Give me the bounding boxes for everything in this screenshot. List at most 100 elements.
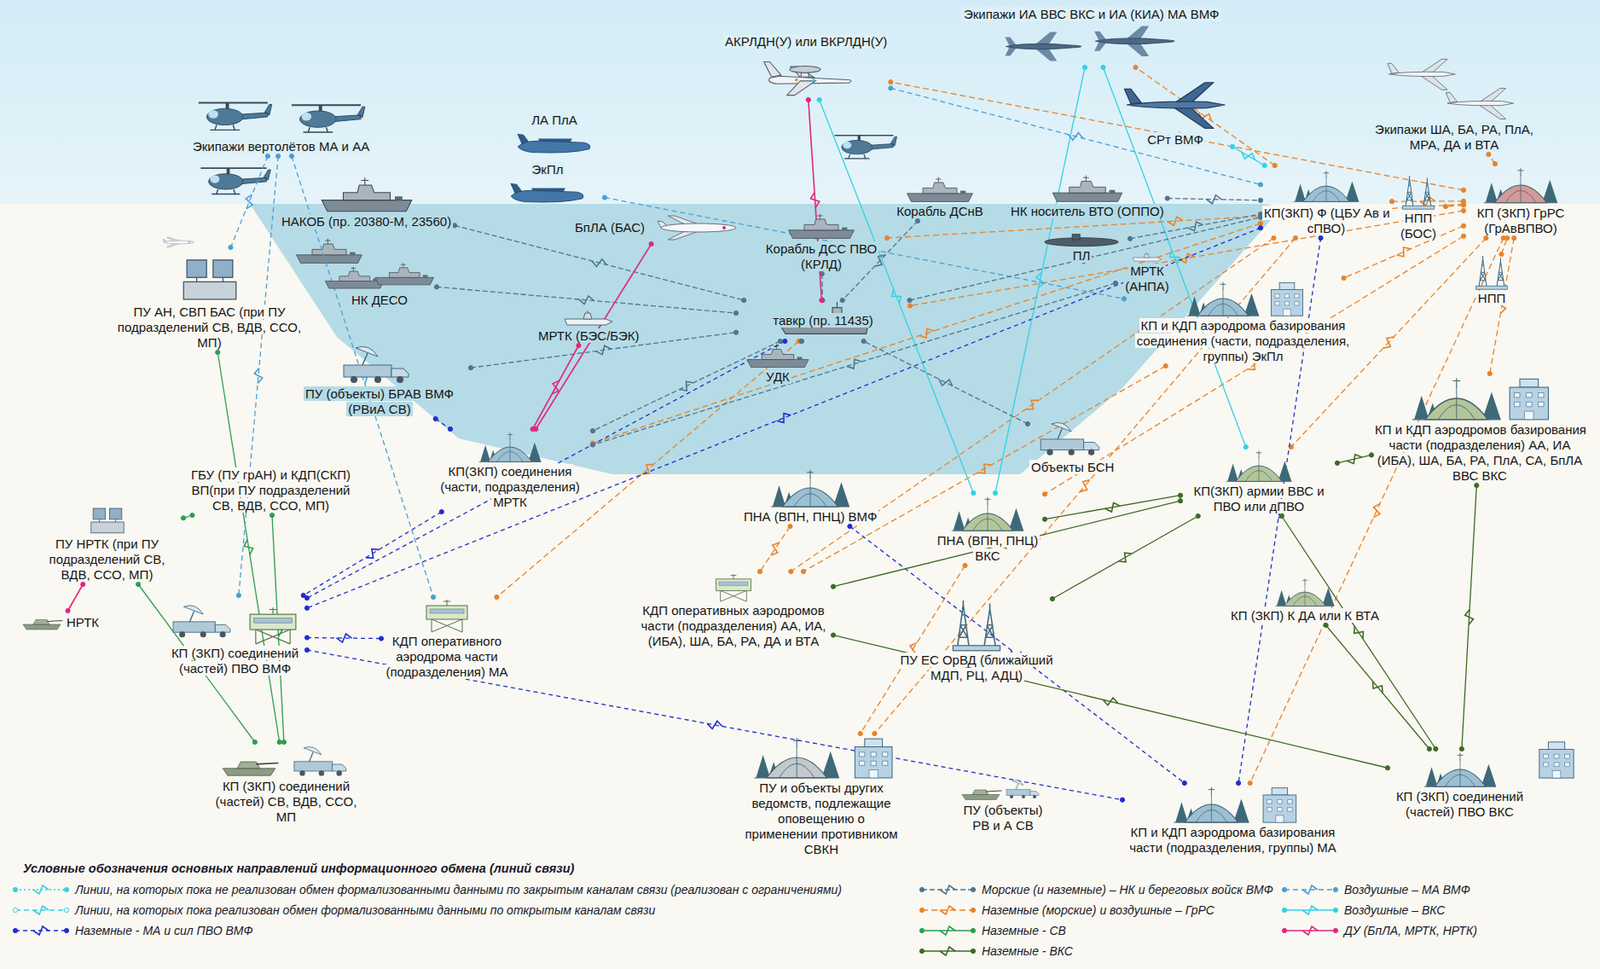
icon-node: ГБУ (ПУ грАН) и КДП(СКП) ВП(при ПУ подра… bbox=[183, 467, 359, 514]
node-label: ПУ и объекты других ведомств, подлежащие… bbox=[742, 780, 899, 857]
connector bbox=[861, 338, 1031, 426]
icon-node: КП(ЗКП) Ф (ЦБУ Ав и сПВО) bbox=[1262, 167, 1391, 237]
connector-line bbox=[1326, 625, 1430, 749]
connector bbox=[452, 223, 747, 303]
icon-node: НПП bbox=[1472, 255, 1512, 307]
connector-line bbox=[833, 635, 1388, 769]
icon bbox=[324, 255, 435, 292]
icon bbox=[167, 597, 304, 645]
endpoint-dot bbox=[1333, 907, 1338, 912]
label-block: МРТК (БЭС/БЭК) bbox=[536, 328, 642, 344]
label-block: Экипажи ША, БА, РА, ПлА, МРА, ДА и ВТА bbox=[1364, 121, 1544, 153]
icon bbox=[507, 128, 602, 162]
endpoint-dot bbox=[919, 886, 924, 892]
icon-node: ЭкПл bbox=[492, 162, 603, 211]
endpoint-dot bbox=[884, 235, 889, 240]
endpoint-dot bbox=[970, 948, 975, 953]
node-label: тавкр (пр. 11435) bbox=[771, 313, 875, 328]
icon-node: ПУ и объекты других ведомств, подлежащие… bbox=[740, 735, 903, 858]
connector-line bbox=[759, 526, 790, 572]
connector-line bbox=[307, 227, 1261, 609]
connector bbox=[1459, 482, 1479, 751]
icon-part bbox=[1004, 32, 1082, 62]
icon-part bbox=[1484, 168, 1558, 203]
icon bbox=[744, 735, 899, 780]
link-mark bbox=[33, 885, 49, 894]
node-label: Корабль ДСнВ bbox=[894, 203, 986, 219]
icon-node: ПУ НРТК (при ПУ подразделений СВ, ВДВ, С… bbox=[32, 501, 182, 583]
icon-node: КП (ЗКП) К ДА или К ВТА bbox=[1228, 576, 1381, 624]
endpoint-dot bbox=[433, 416, 438, 421]
node-label: НПП bbox=[1476, 290, 1508, 306]
endpoint-dot bbox=[1247, 780, 1253, 785]
icon-part bbox=[1263, 788, 1297, 823]
icon-part bbox=[962, 789, 1003, 800]
icon bbox=[946, 600, 1007, 652]
connector-line bbox=[833, 500, 1181, 586]
endpoint-dot bbox=[1182, 780, 1187, 785]
node-label: ЛА ПлА bbox=[529, 112, 580, 128]
icon-node: МРТК (АНПА) bbox=[1117, 252, 1177, 295]
link-mark bbox=[939, 946, 956, 956]
endpoint-dot bbox=[915, 218, 920, 223]
connector-line bbox=[860, 565, 966, 734]
node-label: БпЛА (БАС) bbox=[573, 220, 647, 235]
link-mark bbox=[776, 413, 792, 424]
connector bbox=[1323, 622, 1432, 751]
endpoint-dot bbox=[888, 86, 893, 91]
link-mark bbox=[1067, 133, 1083, 141]
node-label: ПУ АН, СВП БАС (при ПУ подразделений СВ,… bbox=[115, 304, 303, 350]
icon bbox=[647, 213, 750, 243]
endpoint-dot bbox=[1486, 151, 1491, 157]
icon-node: КП(ЗКП) соединения (части, подразделения… bbox=[428, 430, 592, 511]
legend-sample bbox=[1281, 885, 1338, 894]
link-mark bbox=[642, 463, 655, 475]
endpoint-dot bbox=[63, 927, 69, 933]
label-block: Корабль ДСС ПВО (КРЛД) bbox=[757, 241, 886, 273]
icon-node: КП и КДП аэродромов базирования части (п… bbox=[1373, 375, 1587, 484]
legend-text: Воздушные – ВКС bbox=[1344, 903, 1445, 917]
endpoint-dot bbox=[1262, 162, 1267, 168]
node-label: МРТК (БЭС/БЭК) bbox=[536, 328, 642, 343]
icon bbox=[1034, 417, 1112, 459]
node-label: ЭкПл bbox=[530, 162, 566, 177]
endpoint-dot bbox=[63, 907, 69, 912]
icon-node: ПУ (объекты) БРАВ ВМФ (РВиА СВ) bbox=[289, 342, 470, 418]
endpoint-dot bbox=[830, 584, 835, 589]
endpoint-dot bbox=[962, 562, 968, 568]
node-label: НК ДЕСО bbox=[349, 292, 410, 308]
ship-figure bbox=[296, 238, 363, 264]
node-label: Корабль ДСС ПВО (КРЛД) bbox=[764, 241, 879, 272]
sky-band bbox=[0, 0, 1600, 204]
icon bbox=[492, 178, 603, 211]
connector bbox=[1042, 492, 1183, 522]
connector bbox=[830, 498, 1183, 590]
connector-line bbox=[1489, 237, 1514, 374]
icon-part bbox=[1006, 780, 1039, 799]
endpoint-dot bbox=[1323, 622, 1328, 627]
icon bbox=[763, 467, 858, 509]
endpoint-dot bbox=[1042, 492, 1047, 497]
endpoint-dot bbox=[1318, 235, 1323, 240]
node-label: МРТК (АНПА) bbox=[1123, 263, 1172, 294]
link-mark bbox=[707, 720, 723, 729]
icon bbox=[21, 612, 64, 633]
icon bbox=[1270, 576, 1340, 608]
endpoint-dot bbox=[1292, 235, 1298, 240]
icon-part bbox=[1132, 252, 1162, 261]
endpoint-dot bbox=[265, 153, 270, 158]
icon bbox=[892, 175, 987, 203]
icon-part bbox=[788, 214, 855, 239]
link-mark bbox=[875, 255, 886, 267]
link-mark bbox=[978, 463, 992, 474]
node-label: ГБУ (ПУ грАН) и КДП(СКП) ВП(при ПУ подра… bbox=[189, 467, 353, 513]
endpoint-dot bbox=[733, 330, 738, 335]
node-label: КП (ЗКП) соединений (частей) ПВО ВКС bbox=[1394, 788, 1525, 819]
endpoint-dot bbox=[872, 730, 877, 736]
connector bbox=[304, 226, 1263, 611]
endpoint-dot bbox=[1257, 220, 1263, 226]
connector-line bbox=[1135, 67, 1275, 166]
connector-line bbox=[307, 341, 785, 598]
endpoint-dot bbox=[12, 886, 18, 892]
